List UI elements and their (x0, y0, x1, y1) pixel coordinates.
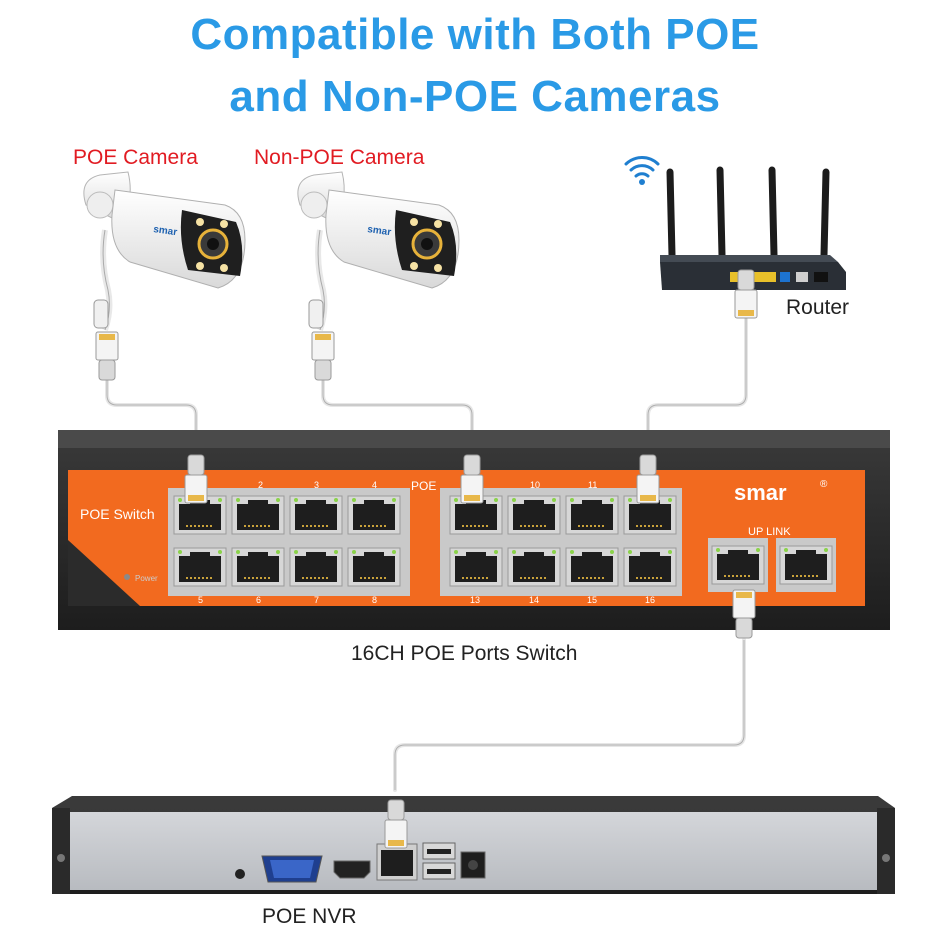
poe-camera-label: POE Camera (73, 146, 198, 169)
port-number: 2 (258, 480, 263, 490)
port-number: 4 (372, 480, 377, 490)
poe-switch-label: POE Switch (80, 506, 155, 522)
non-poe-camera-label: Non-POE Camera (254, 146, 425, 169)
rj45-plug-icon (311, 331, 335, 381)
dc-jack-icon (460, 851, 486, 879)
port-number: 13 (470, 595, 480, 605)
rj45-plug-icon (734, 269, 758, 319)
wifi-icon (624, 156, 660, 185)
port-number: 10 (530, 480, 540, 490)
port-number: 16 (645, 595, 655, 605)
ethernet-port-icon (347, 495, 401, 535)
ethernet-port-icon (565, 547, 619, 587)
power-label: Power (135, 574, 158, 583)
port-number: 11 (588, 480, 597, 490)
port-number: 14 (529, 595, 539, 605)
non-poe-camera: smar (297, 171, 460, 381)
ethernet-port-icon (347, 547, 401, 587)
rj45-plug-icon (184, 454, 208, 504)
headline-line-1: Compatible with Both POE (190, 10, 760, 59)
poe-nvr (52, 796, 895, 894)
poe-group-label: POE (411, 479, 436, 493)
rj45-plug-icon (95, 331, 119, 381)
uplink-label: UP LINK (748, 526, 791, 538)
switch-brand: smar (734, 480, 787, 505)
ethernet-port-icon (623, 547, 677, 587)
switch-brand-mark: ® (820, 479, 828, 490)
port-number: 15 (587, 595, 597, 605)
ethernet-port-icon (449, 547, 503, 587)
poe-camera: smar (83, 171, 246, 381)
ethernet-port-icon (289, 495, 343, 535)
ethernet-port-icon (507, 495, 561, 535)
poe-camera-brand: smar (153, 224, 178, 238)
ethernet-port-icon (173, 547, 227, 587)
ethernet-port-icon (779, 545, 833, 585)
top-port-numbers: 2 3 4 10 11 (258, 480, 597, 490)
router-label: Router (786, 296, 850, 319)
rj45-plug-icon (732, 589, 756, 639)
poe-switch: POE Switch POE UP LINK Power smar ® 2 3 … (58, 430, 890, 639)
ethernet-port-icon (231, 495, 285, 535)
port-number: 5 (198, 595, 203, 605)
ethernet-port-icon (711, 545, 765, 585)
vga-port-icon (261, 855, 323, 883)
port-number: 8 (372, 595, 377, 605)
rj45-plug-icon (384, 799, 408, 849)
usb-port-icon (422, 842, 456, 880)
rj45-plug-icon (460, 454, 484, 504)
ethernet-port-icon (231, 547, 285, 587)
hdmi-port-icon (333, 860, 371, 879)
ethernet-port-icon (289, 547, 343, 587)
switch-label: 16CH POE Ports Switch (351, 642, 578, 665)
nvr-label: POE NVR (262, 905, 357, 928)
headline-line-2: and Non-POE Cameras (229, 72, 721, 121)
ethernet-port-icon (507, 547, 561, 587)
router (624, 156, 846, 319)
bottom-port-numbers: 5 6 7 8 13 14 15 16 (198, 595, 655, 605)
ethernet-port-icon (376, 843, 418, 881)
power-led (124, 574, 130, 580)
port-number: 6 (256, 595, 261, 605)
rj45-plug-icon (636, 454, 660, 504)
non-poe-camera-brand: smar (367, 224, 392, 238)
port-number: 7 (314, 595, 319, 605)
ethernet-port-icon (565, 495, 619, 535)
port-number: 3 (314, 480, 319, 490)
